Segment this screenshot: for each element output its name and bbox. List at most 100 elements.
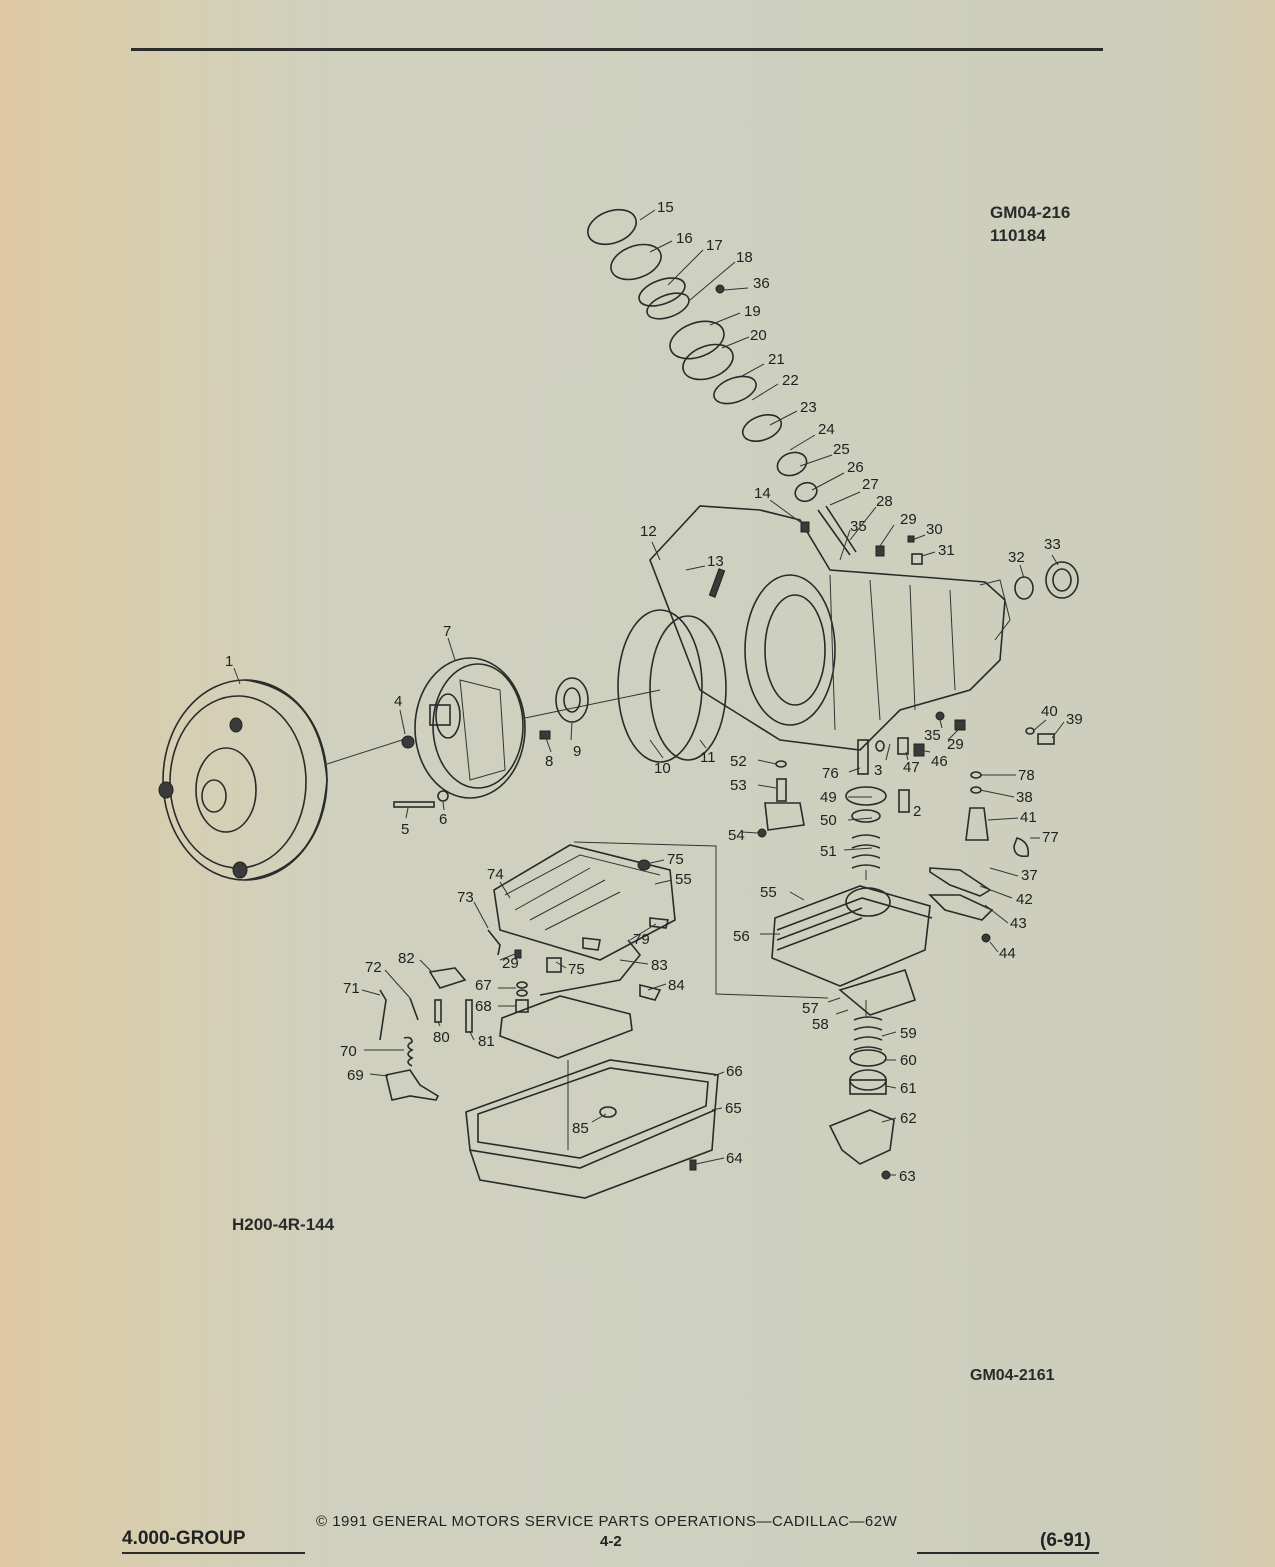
callout-29a: 29	[900, 511, 917, 528]
filter-assembly	[499, 981, 633, 1059]
footer-copyright: © 1991 GENERAL MOTORS SERVICE PARTS OPER…	[316, 1513, 898, 1530]
callout-leaders	[233, 209, 1065, 1176]
callout-63: 63	[899, 1168, 916, 1185]
callout-44: 44	[999, 945, 1016, 962]
callout-64: 64	[726, 1150, 743, 1167]
callout-18: 18	[736, 249, 753, 266]
case-small-parts	[800, 521, 1055, 813]
servo-stack	[587, 208, 857, 556]
callout-23: 23	[800, 399, 817, 416]
callout-60: 60	[900, 1052, 917, 1069]
callout-32: 32	[1008, 549, 1025, 566]
callout-50: 50	[820, 812, 837, 829]
callout-31: 31	[938, 542, 955, 559]
case-gasket	[617, 609, 727, 763]
callout-51: 51	[820, 843, 837, 860]
callout-71: 71	[343, 980, 360, 997]
callout-5: 5	[401, 821, 409, 838]
callout-27: 27	[862, 476, 879, 493]
callout-12: 12	[640, 523, 657, 540]
callout-67: 67	[475, 977, 492, 994]
callout-69: 69	[347, 1067, 364, 1084]
callout-14: 14	[754, 485, 771, 502]
callout-4: 4	[394, 693, 402, 710]
callout-35b: 35	[924, 727, 941, 744]
callout-29c: 29	[502, 955, 519, 972]
callout-35a: 35	[850, 518, 867, 535]
callout-30: 30	[926, 521, 943, 538]
valve-body	[487, 844, 676, 996]
callout-83: 83	[651, 957, 668, 974]
callout-49: 49	[820, 789, 837, 806]
footer-date: (6-91)	[1040, 1530, 1091, 1551]
callout-13: 13	[707, 553, 724, 570]
illustration-code: H200-4R-144	[232, 1215, 335, 1234]
extension-seal	[1014, 561, 1079, 600]
callout-78: 78	[1018, 767, 1035, 784]
callout-33: 33	[1044, 536, 1061, 553]
oil-pump-assembly	[393, 657, 661, 808]
callout-39: 39	[1066, 711, 1083, 728]
callout-73: 73	[457, 889, 474, 906]
callout-16: 16	[676, 230, 693, 247]
accumulator-lower	[828, 1016, 895, 1180]
callout-81: 81	[478, 1033, 495, 1050]
callout-37: 37	[1021, 867, 1038, 884]
callout-36: 36	[753, 275, 770, 292]
callout-9: 9	[573, 743, 581, 760]
callout-2: 2	[913, 803, 921, 820]
ref-code: GM04-216	[990, 203, 1071, 222]
callout-85: 85	[572, 1120, 589, 1137]
callout-55b: 55	[760, 884, 777, 901]
callout-59: 59	[900, 1025, 917, 1042]
callout-61: 61	[900, 1080, 917, 1097]
callout-43: 43	[1010, 915, 1027, 932]
callout-74: 74	[487, 866, 504, 883]
torque-converter	[158, 679, 403, 881]
callout-29b: 29	[947, 736, 964, 753]
pump-seal	[555, 677, 589, 723]
callout-1: 1	[225, 653, 233, 670]
spacer-plate	[771, 885, 933, 1016]
callout-7: 7	[443, 623, 451, 640]
accumulator-upper	[845, 786, 887, 869]
callout-62: 62	[900, 1110, 917, 1127]
figure-code: GM04-2161	[970, 1367, 1055, 1384]
solenoid-assembly	[757, 760, 805, 838]
callout-10: 10	[654, 760, 671, 777]
callout-52: 52	[730, 753, 747, 770]
callout-82: 82	[398, 950, 415, 967]
callout-47: 47	[903, 759, 920, 776]
callout-42: 42	[1016, 891, 1033, 908]
callout-38: 38	[1016, 789, 1033, 806]
callout-11: 11	[700, 749, 716, 766]
callout-77: 77	[1042, 829, 1059, 846]
callout-19: 19	[744, 303, 761, 320]
footer-group: 4.000-GROUP	[122, 1528, 246, 1549]
callout-20: 20	[750, 327, 767, 344]
callout-8: 8	[545, 753, 553, 770]
callout-57: 57	[802, 1000, 819, 1017]
callout-68: 68	[475, 998, 492, 1015]
callout-55a: 55	[675, 871, 692, 888]
governor-assembly	[928, 771, 1030, 943]
callout-24: 24	[818, 421, 835, 438]
callout-54: 54	[728, 827, 745, 844]
callout-6: 6	[439, 811, 447, 828]
callout-40: 40	[1041, 703, 1058, 720]
oil-pan	[465, 1059, 719, 1199]
callout-22: 22	[782, 372, 799, 389]
callout-66: 66	[726, 1063, 743, 1080]
callout-65: 65	[725, 1100, 742, 1117]
callout-58: 58	[812, 1016, 829, 1033]
callout-26: 26	[847, 459, 864, 476]
callout-53: 53	[730, 777, 747, 794]
footer-rule-left	[122, 1552, 305, 1554]
callout-75b: 75	[568, 961, 585, 978]
callout-72: 72	[365, 959, 382, 976]
callout-80: 80	[433, 1029, 450, 1046]
callout-79: 79	[633, 931, 650, 948]
callout-3: 3	[874, 762, 882, 779]
callout-25: 25	[833, 441, 850, 458]
